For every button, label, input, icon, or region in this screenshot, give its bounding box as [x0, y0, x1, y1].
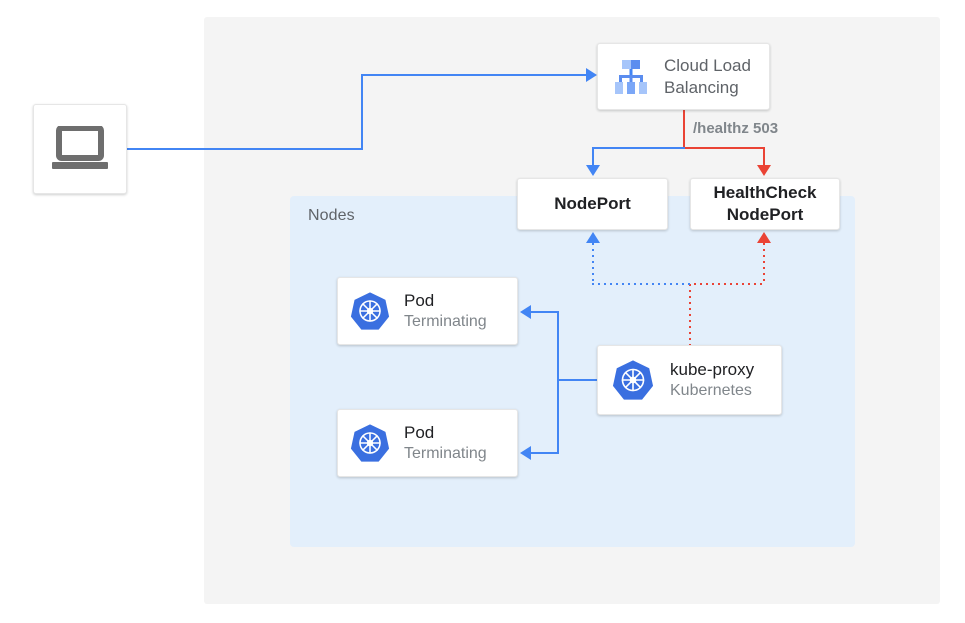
edge-kubeproxy-to-pod1 [531, 311, 559, 313]
kubernetes-icon [612, 360, 654, 400]
edge-kubeproxy-to-pods-trunk [557, 379, 599, 381]
laptop-icon [52, 126, 108, 169]
healthz-edge-label: /healthz 503 [693, 120, 779, 137]
kube-proxy-text: kube-proxy Kubernetes [670, 359, 754, 401]
nodeport-label: NodePort [554, 193, 631, 213]
edge-lb-to-healthcheck-seg2 [763, 147, 765, 167]
edge-kubeproxy-stem [689, 284, 691, 346]
edge-kubeproxy-to-healthcheck-seg1 [688, 283, 765, 285]
kubernetes-icon [350, 424, 390, 462]
pod-2-subtitle: Terminating [404, 444, 487, 462]
edge-lb-to-nodeport-seg1 [592, 147, 685, 149]
edge-lb-stem [683, 110, 685, 149]
cloud-load-balancing-node[interactable]: Cloud Load Balancing [597, 43, 770, 110]
edge-kubeproxy-to-nodeport-seg2 [592, 243, 594, 284]
nodeport-node[interactable]: NodePort [517, 178, 668, 230]
edge-client-to-lb-seg3 [361, 74, 588, 76]
kubernetes-icon [350, 292, 390, 330]
kube-proxy-node[interactable]: kube-proxy Kubernetes [597, 345, 782, 415]
edge-lb-to-nodeport-seg2 [592, 147, 594, 167]
client-node[interactable] [33, 104, 127, 194]
pod-2-title: Pod [404, 422, 435, 442]
edge-client-to-lb-seg2 [361, 75, 363, 150]
cloud-load-balancing-icon [615, 59, 647, 94]
edge-pod2-arrowhead [520, 446, 531, 460]
edge-kubeproxy-to-healthcheck-seg2 [763, 243, 765, 284]
pod-1-title: Pod [404, 290, 435, 310]
pod-node-2[interactable]: Pod Terminating [337, 409, 518, 477]
kube-proxy-subtitle: Kubernetes [670, 381, 752, 399]
kube-proxy-title: kube-proxy [670, 359, 755, 379]
nodes-panel-label: Nodes [308, 207, 355, 224]
edge-client-to-lb-arrowhead [586, 68, 597, 82]
healthcheck-nodeport-label: HealthCheck NodePort [713, 182, 817, 224]
cloud-load-balancing-title-line2: Balancing [664, 77, 739, 97]
pod-1-subtitle: Terminating [404, 312, 487, 330]
cloud-load-balancing-text: Cloud Load Balancing [664, 55, 751, 99]
edge-kubeproxy-to-nodeport-seg1 [592, 283, 690, 285]
edge-kubeproxy-to-pod2 [531, 452, 559, 454]
edge-lb-to-nodeport-arrowhead [586, 165, 600, 176]
pod-2-text: Pod Terminating [404, 422, 487, 464]
healthcheck-nodeport-node[interactable]: HealthCheck NodePort [690, 178, 840, 230]
edge-kubeproxy-to-healthcheck-arrowhead [757, 232, 771, 243]
edge-kubeproxy-to-pods-spine [557, 311, 559, 453]
pod-1-text: Pod Terminating [404, 290, 487, 332]
edge-lb-to-healthcheck-seg1 [683, 147, 765, 149]
edge-kubeproxy-to-nodeport-arrowhead [586, 232, 600, 243]
pod-node-1[interactable]: Pod Terminating [337, 277, 518, 345]
edge-client-to-lb-seg1 [127, 148, 363, 150]
edge-pod1-arrowhead [520, 305, 531, 319]
cloud-load-balancing-title-line1: Cloud Load [664, 55, 751, 75]
edge-lb-to-healthcheck-arrowhead [757, 165, 771, 176]
